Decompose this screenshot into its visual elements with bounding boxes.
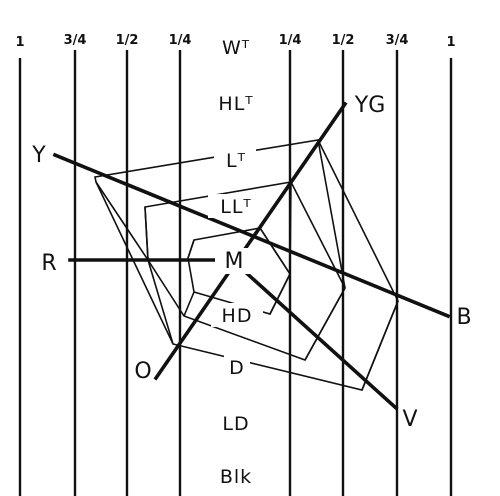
label-background [214, 148, 256, 172]
value-label-black: Blk [220, 466, 252, 488]
label-background [215, 248, 253, 274]
scale-label: 1/4 [169, 33, 192, 48]
hue-label-yellow: Y [31, 143, 46, 168]
label-background [211, 303, 263, 327]
scale-labels: 1 3/4 1/2 1/4 1/4 1/2 3/4 1 [15, 33, 455, 50]
web-rung [95, 181, 149, 261]
hue-label-blue: B [456, 305, 471, 330]
label-background [208, 194, 264, 218]
hue-axes [52, 101, 451, 411]
axis-y-b [52, 152, 451, 319]
web-rung [361, 300, 399, 391]
web-rung [183, 291, 195, 317]
scale-label: 1 [446, 35, 455, 50]
axis-v [229, 257, 399, 411]
value-label-dark: D [229, 357, 245, 379]
scale-label: 1/2 [116, 33, 139, 48]
value-label-low-light: LLᵀ [220, 196, 251, 218]
value-labels: Wᵀ HLᵀ Lᵀ LLᵀ M HD D LD Blk [208, 37, 264, 488]
scale-label: 1 [15, 35, 24, 50]
scale-label: 3/4 [64, 33, 87, 48]
scale-label: 1/4 [279, 33, 302, 48]
web-rung [304, 287, 346, 361]
web-rung [317, 139, 346, 289]
web-rung [259, 227, 291, 275]
hue-label-yellow-green: YG [354, 93, 386, 118]
value-label-high-light: HLᵀ [218, 93, 253, 115]
value-label-low-dark: LD [222, 413, 249, 435]
web-rung [289, 181, 292, 275]
value-label-middle: M [225, 249, 244, 274]
web-rungs [95, 139, 399, 391]
web-rung [269, 273, 291, 315]
scale-label: 3/4 [386, 33, 409, 48]
hue-labels: Y YG R B O V [31, 93, 471, 432]
web-rung [187, 239, 195, 259]
label-background [224, 355, 250, 379]
web-rung [147, 259, 174, 345]
scale-label: 1/2 [332, 33, 355, 48]
hue-label-red: R [41, 251, 56, 276]
value-label-white: Wᵀ [222, 37, 250, 59]
hue-label-violet: V [402, 407, 417, 432]
hue-label-orange: O [134, 359, 151, 384]
web-rung [144, 206, 149, 261]
value-label-light: Lᵀ [226, 150, 246, 172]
value-label-high-dark: HD [222, 305, 253, 327]
axis-yg-o [153, 101, 348, 381]
